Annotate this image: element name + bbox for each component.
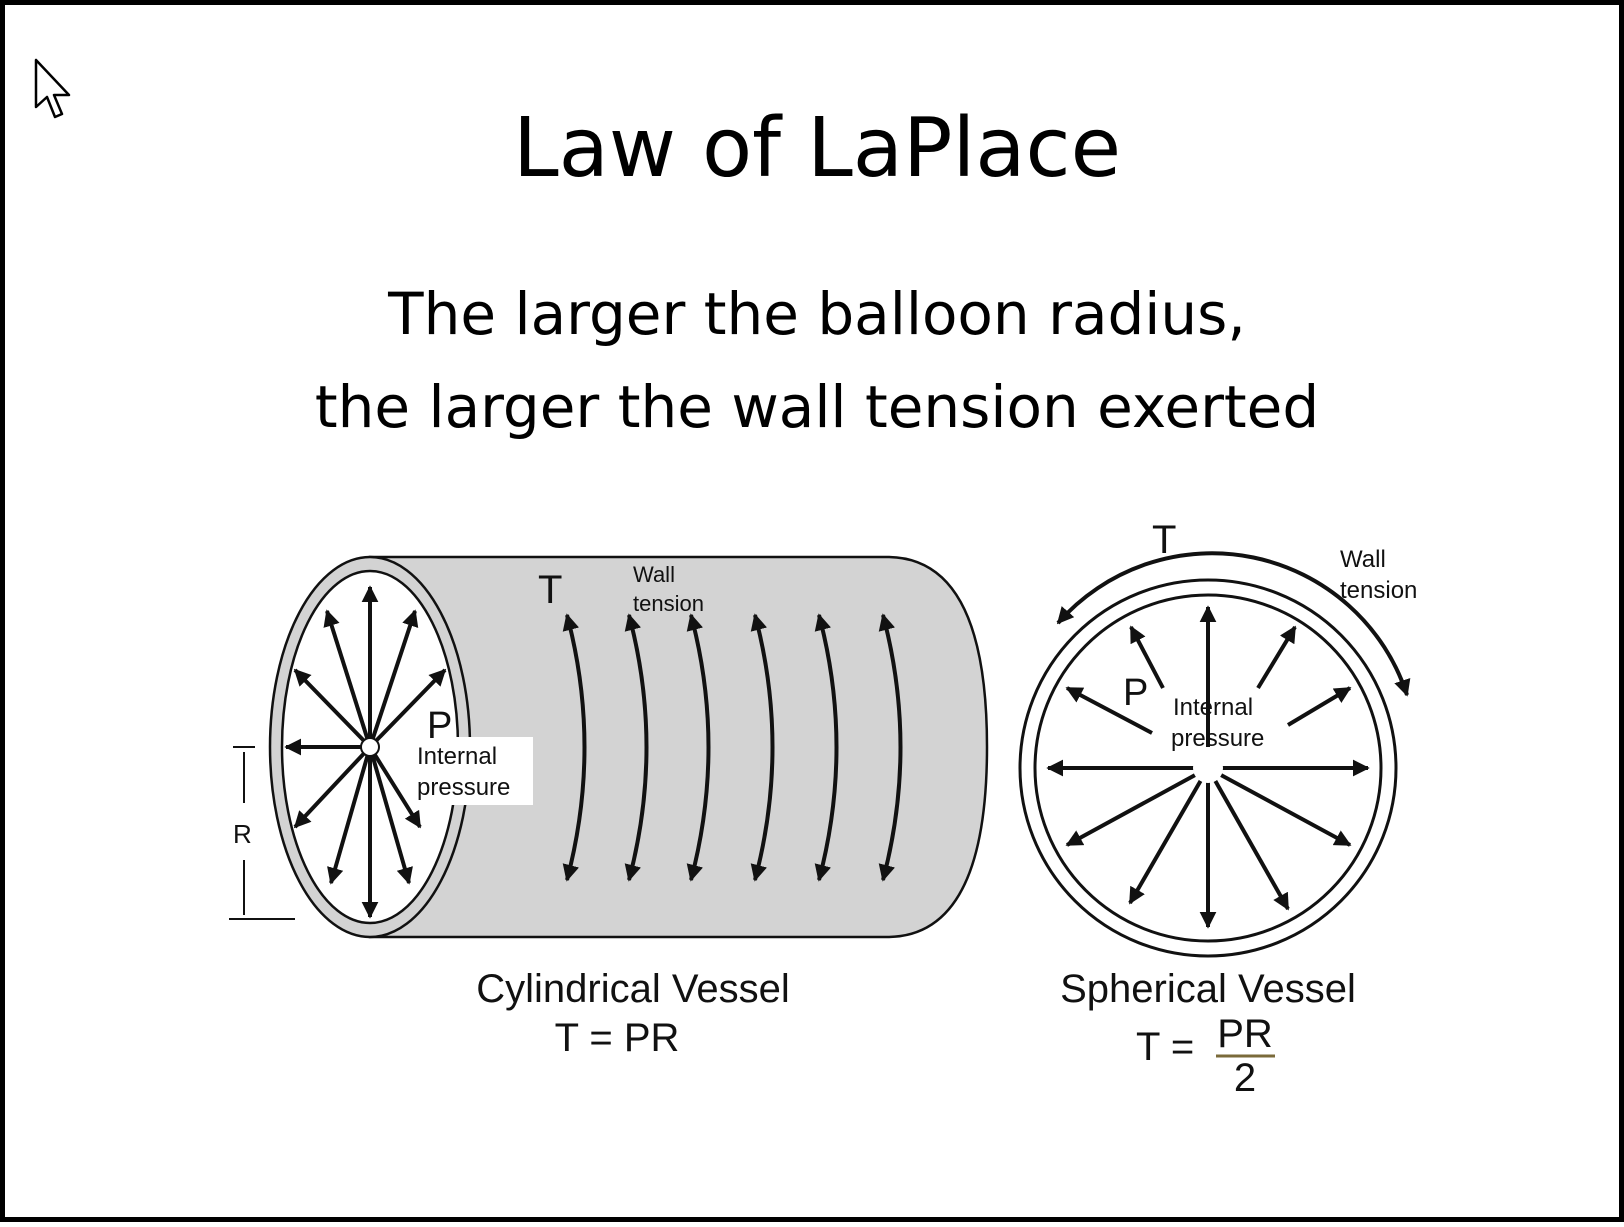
radius-indicator bbox=[229, 746, 295, 920]
subtitle-line-1: The larger the balloon radius, bbox=[388, 280, 1246, 348]
subtitle-line-2: the larger the wall tension exerted bbox=[314, 373, 1320, 441]
cylinder-internal-label-line2: pressure bbox=[417, 774, 510, 801]
spherical-vessel: T Wall tension P Internal pressure Spher… bbox=[1018, 518, 1417, 1100]
cylinder-wall-label-line1: Wall bbox=[633, 562, 675, 587]
cylinder-formula: T = PR bbox=[555, 1016, 680, 1060]
cylinder-internal-label-line1: Internal bbox=[417, 743, 497, 770]
sphere-internal-label-line2: pressure bbox=[1171, 725, 1264, 752]
sphere-caption: Spherical Vessel bbox=[1060, 967, 1356, 1011]
sphere-formula-numerator: PR bbox=[1217, 1012, 1273, 1056]
cylinder-caption: Cylindrical Vessel bbox=[476, 967, 789, 1011]
cylinder-pressure-arrows bbox=[284, 585, 447, 919]
mouse-pointer-icon bbox=[34, 58, 71, 119]
cylinder-body bbox=[368, 555, 989, 939]
laplace-diagram: P Internal pressure T Wall tension R bbox=[229, 518, 1417, 1100]
sphere-tension-arrow bbox=[1056, 551, 1411, 697]
sphere-internal-label-line1: Internal bbox=[1173, 694, 1253, 721]
cylinder-tension-symbol: T bbox=[538, 568, 562, 612]
sphere-wall-label-line1: Wall bbox=[1340, 546, 1386, 573]
sphere-formula-lhs: T = bbox=[1136, 1025, 1194, 1069]
sphere-wall-label-line2: tension bbox=[1340, 577, 1417, 604]
cylinder-wall-label-line2: tension bbox=[633, 591, 704, 616]
radius-symbol: R bbox=[233, 819, 252, 849]
internal-pressure-label-box bbox=[413, 737, 533, 805]
sphere-pressure-symbol: P bbox=[1123, 672, 1148, 714]
slide-title: Law of LaPlace bbox=[512, 101, 1122, 196]
cylinder-tension-arrows bbox=[562, 613, 903, 882]
sphere-tension-symbol: T bbox=[1152, 518, 1176, 562]
cylindrical-vessel: P Internal pressure T Wall tension R bbox=[229, 555, 989, 1060]
sphere-formula-denominator: 2 bbox=[1234, 1056, 1256, 1100]
cylinder-pressure-symbol: P bbox=[427, 705, 452, 747]
